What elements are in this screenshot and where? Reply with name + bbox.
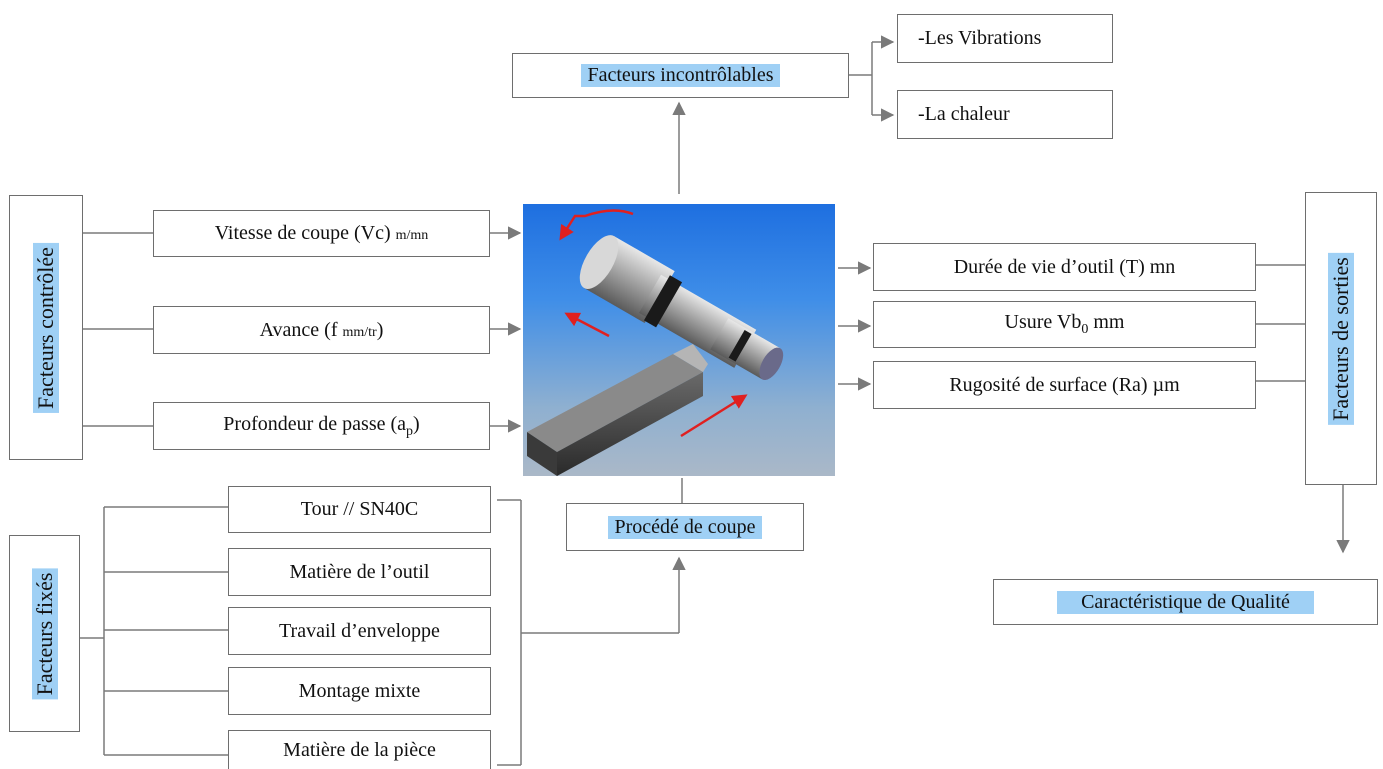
fixed-item-envelope-work: Travail d’enveloppe xyxy=(228,607,491,655)
output-factors-title: Facteurs de sorties xyxy=(1328,252,1354,425)
depth-of-cut-label: Profondeur de passe (ap) xyxy=(223,413,419,440)
lathe-label: Tour // SN40C xyxy=(300,498,419,520)
wear-suffix: mm xyxy=(1088,311,1125,333)
depth-of-cut-text: Profondeur de passe (a xyxy=(223,412,407,435)
depth-of-cut-box: Profondeur de passe (ap) xyxy=(153,402,490,450)
wear-label: Usure Vb0 mm xyxy=(1005,311,1125,338)
uncontrolled-factors-title: Facteurs incontrôlables xyxy=(581,64,780,87)
uncontrolled-factors-box: Facteurs incontrôlables xyxy=(512,53,849,98)
feed-text: Avance (f xyxy=(259,318,343,341)
wear-box: Usure Vb0 mm xyxy=(873,301,1256,348)
mixed-mounting-label: Montage mixte xyxy=(298,679,421,702)
tool-material-label: Matière de l’outil xyxy=(289,560,430,583)
cutting-speed-label: Vitesse de coupe (Vc) m/mn xyxy=(215,222,429,245)
envelope-work-label: Travail d’enveloppe xyxy=(279,619,440,642)
fixed-item-mixed-mounting: Montage mixte xyxy=(228,667,491,715)
roughness-label: Rugosité de surface (Ra) µm xyxy=(949,373,1180,396)
feed-label: Avance (f mm/tr) xyxy=(260,319,384,342)
depth-of-cut-suffix: ) xyxy=(413,412,420,435)
vibrations-label: -Les Vibrations xyxy=(918,27,1042,49)
feed-suffix: ) xyxy=(376,318,384,341)
fixed-factors-box: Facteurs fixés xyxy=(9,535,80,732)
wear-subscript: 0 xyxy=(1081,322,1089,337)
controlled-factors-title: Facteurs contrôlée xyxy=(33,242,59,413)
cutting-speed-unit: m/mn xyxy=(395,228,429,243)
quality-box: Caractéristique de Qualité xyxy=(993,579,1378,625)
workpiece-material-label: Matière de la pièce xyxy=(283,738,436,761)
tool-life-label: Durée de vie d’outil (T) mn xyxy=(953,255,1176,278)
cutting-speed-text: Vitesse de coupe (Vc) xyxy=(214,222,396,244)
roughness-box: Rugosité de surface (Ra) µm xyxy=(873,361,1256,409)
heat-box: -La chaleur xyxy=(897,90,1113,139)
vibrations-box: -Les Vibrations xyxy=(897,14,1113,63)
fixed-item-lathe: Tour // SN40C xyxy=(228,486,491,533)
controlled-factors-box: Facteurs contrôlée xyxy=(9,195,83,460)
process-label-box: Procédé de coupe xyxy=(566,503,804,551)
tool-life-box: Durée de vie d’outil (T) mn xyxy=(873,243,1256,291)
cutting-process-image xyxy=(523,204,835,476)
cutting-speed-box: Vitesse de coupe (Vc) m/mn xyxy=(153,210,490,257)
fixed-item-workpiece-material: Matière de la pièce xyxy=(228,730,491,769)
feed-box: Avance (f mm/tr) xyxy=(153,306,490,354)
feed-unit: mm/tr xyxy=(342,324,377,340)
process-label: Procédé de coupe xyxy=(608,515,762,539)
fixed-item-tool-material: Matière de l’outil xyxy=(228,548,491,596)
wear-text: Usure Vb xyxy=(1004,311,1082,333)
depth-of-cut-subscript: p xyxy=(406,423,414,439)
lathe-tool-illustration xyxy=(527,209,784,476)
quality-label: Caractéristique de Qualité xyxy=(1057,590,1314,614)
heat-label: -La chaleur xyxy=(918,103,1010,125)
output-factors-box: Facteurs de sorties xyxy=(1305,192,1377,485)
fixed-factors-title: Facteurs fixés xyxy=(31,568,58,699)
